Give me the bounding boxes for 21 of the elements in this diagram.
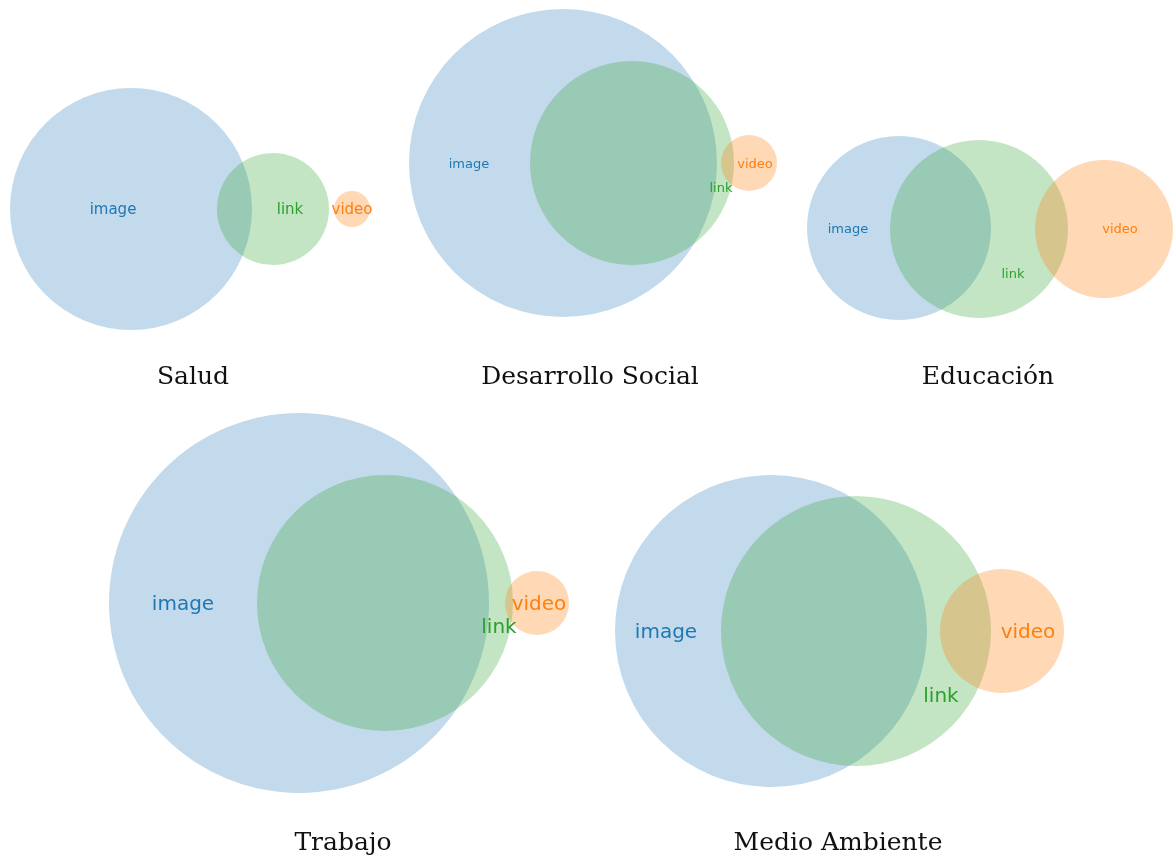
circle-label: link [1001, 265, 1025, 281]
circle-label: image [151, 591, 215, 615]
chart-caption: Trabajo [294, 826, 392, 856]
circle-label: link [709, 179, 733, 195]
chart-caption: Salud [156, 360, 230, 390]
circle-label: image [827, 220, 869, 236]
circle-label: link [276, 200, 304, 218]
circle-label: video [1102, 220, 1138, 236]
circle-label: video [1000, 619, 1056, 643]
circle-label: image [634, 619, 698, 643]
circle-label: video [737, 155, 773, 171]
circle-label: image [89, 200, 137, 218]
chart-caption: Desarrollo Social [481, 360, 699, 390]
circle-label: image [448, 155, 490, 171]
circle-label: video [331, 200, 373, 218]
circle-label: link [923, 683, 959, 707]
circle-label: link [481, 614, 517, 638]
venn-circle [334, 191, 370, 227]
chart-caption: Educación [921, 360, 1055, 390]
circle-label: video [511, 591, 567, 615]
chart-caption: Medio Ambiente [733, 826, 943, 856]
